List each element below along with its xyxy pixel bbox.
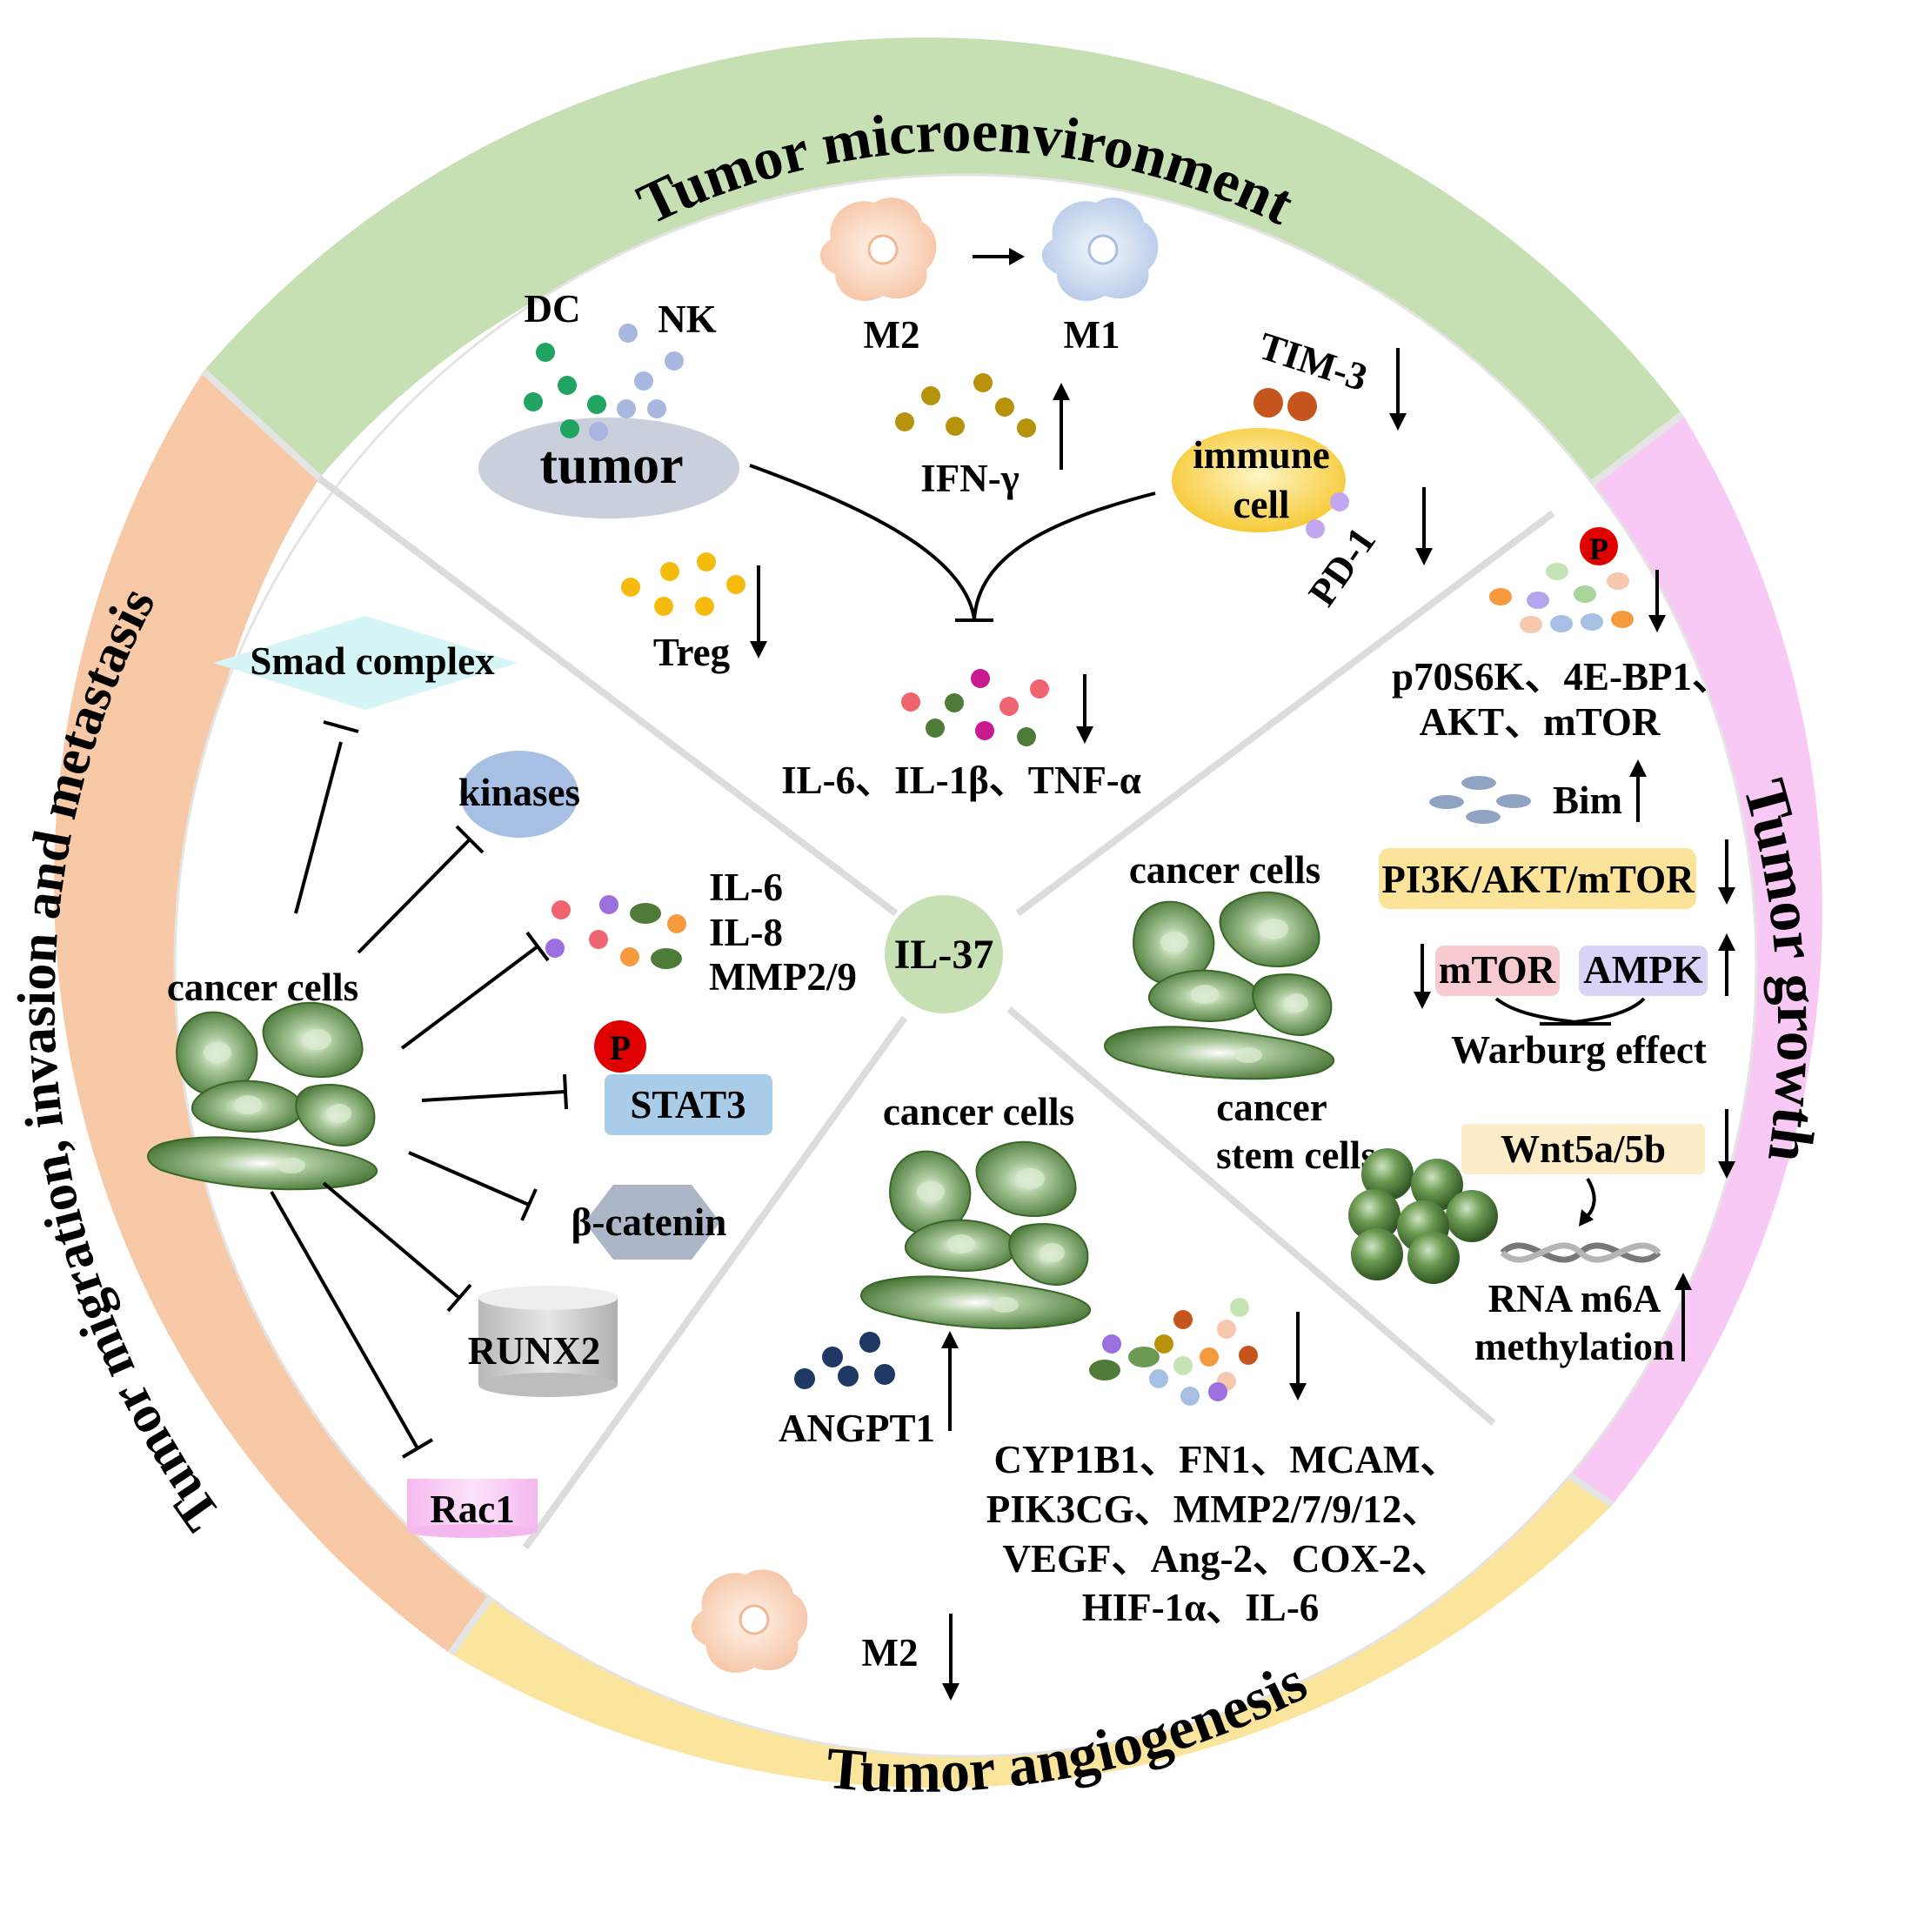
pathway-box: [1379, 848, 1696, 909]
bim-label: Bim: [1553, 779, 1622, 822]
genes-line-1: CYP1B1、FN1、MCAM、: [994, 1438, 1460, 1481]
mtor-box: [1435, 946, 1560, 996]
pd1-down-arrow-icon: [1415, 487, 1433, 565]
m2-to-m1-arrow-icon: [973, 248, 1025, 265]
dc-label: DC: [525, 287, 581, 331]
convergent-inhibition-lines: [749, 464, 1156, 622]
rac1-label: Rac1: [430, 1487, 514, 1531]
angio-m2-down-arrow-icon: [942, 1614, 959, 1701]
tumor-ellipse: [478, 418, 739, 518]
runx2-label: RUNX2: [468, 1329, 601, 1373]
bim-dots: [1429, 776, 1531, 824]
section-growth: P p70S6K、4E-BP1、 AKT、mTOR Bim: [1104, 527, 1735, 1368]
nk-label: NK: [658, 297, 717, 341]
bcatenin-hexagon: [585, 1185, 720, 1260]
stem-cells-label-1: cancer: [1216, 1086, 1327, 1129]
kinase-list-line-1: p70S6K、4E-BP1、: [1392, 655, 1731, 699]
ring-sector-microenvironment: [204, 37, 1683, 514]
angpt1-up-arrow-icon: [941, 1331, 959, 1431]
rna-label-1: RNA m6A: [1488, 1277, 1661, 1320]
migration-inhibition-lines: [270, 720, 568, 1459]
wnt-down-arrow-icon: [1718, 1109, 1735, 1179]
stat3-label: STAT3: [630, 1083, 745, 1126]
rna-helix-icon: [1500, 1242, 1661, 1263]
immune-cell-label-2: cell: [1233, 483, 1290, 526]
angpt1-dots: [794, 1332, 895, 1389]
section-migration: Smad complex kinases IL-6 IL-8 MMP2/9 ca…: [147, 616, 857, 1538]
cytokines-label: IL-6、IL-1β、TNF-α: [781, 759, 1141, 802]
wnt-curved-arrow-icon: [1579, 1177, 1596, 1227]
immune-cell: [1172, 428, 1346, 532]
angio-m2-label: M2: [862, 1631, 919, 1675]
growth-cancer-cells-label: cancer cells: [1129, 848, 1320, 892]
center-label: IL-37: [894, 932, 994, 978]
kinase-dots: [1489, 563, 1634, 633]
kinases-ellipse: [460, 751, 578, 838]
quadrant-dividers: [317, 475, 1555, 1550]
pathway-down-arrow-icon: [1718, 839, 1735, 905]
treg-dots: [621, 552, 745, 616]
ifn-dots: [895, 373, 1036, 438]
genes-line-3: VEGF、Ang-2、COX-2、: [1003, 1537, 1451, 1581]
runx2-cylinder: [478, 1286, 618, 1397]
kinases-label: kinases: [458, 771, 580, 814]
immune-cell-label-1: immune: [1193, 433, 1330, 477]
smad-label: Smad complex: [250, 639, 495, 683]
cytokine-dots: [901, 669, 1049, 746]
angpt1-label: ANGPT1: [779, 1407, 935, 1450]
mtor-label: mTOR: [1439, 948, 1556, 992]
pathway-label: PI3K/AKT/mTOR: [1381, 858, 1695, 901]
smad-diamond: [213, 616, 518, 710]
ampk-up-arrow-icon: [1718, 933, 1735, 996]
migration-cancer-cells-label: cancer cells: [167, 966, 358, 1009]
angio-cancer-cells-label: cancer cells: [883, 1090, 1074, 1133]
stem-cells-icon: [1348, 1148, 1498, 1284]
mtor-down-arrow-icon: [1414, 944, 1431, 1009]
angio-factor-dots: [1089, 1298, 1258, 1406]
ampk-label: AMPK: [1583, 948, 1702, 992]
il8-label: IL-8: [709, 911, 783, 954]
il6-label: IL-6: [709, 866, 783, 909]
genes-line-4: HIF-1α、IL-6: [1082, 1586, 1320, 1629]
ring-sector-growth: [1494, 414, 1822, 1506]
ampk-box: [1579, 946, 1708, 996]
kinase-down-arrow-icon: [1648, 570, 1666, 632]
tumor-label: tumor: [539, 436, 683, 495]
rna-up-arrow-icon: [1675, 1273, 1692, 1361]
angio-factor-down-arrow-icon: [1289, 1312, 1307, 1401]
m2-label: M2: [864, 313, 920, 357]
growth-p-label: P: [1589, 531, 1608, 566]
ring-sector-migration: [54, 371, 526, 1655]
mmp-label: MMP2/9: [709, 955, 857, 999]
rac1-cylinder: [407, 1479, 538, 1538]
treg-down-arrow-icon: [750, 565, 767, 658]
tim3-down-arrow-icon: [1389, 348, 1407, 431]
stat3-p-badge: [594, 1020, 646, 1073]
cytokine-down-arrow-icon: [1076, 674, 1093, 744]
migration-cytokine-dots: [545, 895, 686, 969]
wnt-box: [1461, 1124, 1705, 1174]
rna-label-2: methylation: [1474, 1325, 1675, 1368]
stem-cells-label-2: stem cells: [1216, 1133, 1376, 1177]
genes-line-2: PIK3CG、MMP2/7/9/12、: [986, 1487, 1441, 1531]
warburg-label: Warburg effect: [1451, 1028, 1707, 1072]
section-angiogenesis: cancer cells ANGPT1: [691, 1090, 1460, 1701]
ifn-label: IFN-γ: [920, 457, 1019, 500]
treg-label: Treg: [653, 631, 731, 674]
stat3-p-label: P: [610, 1028, 631, 1067]
m1-label: M1: [1064, 313, 1120, 357]
bcatenin-label: β-catenin: [572, 1200, 727, 1244]
dc-dots: [524, 343, 606, 438]
growth-p-badge: [1580, 527, 1618, 565]
center-node: [885, 895, 1003, 1013]
bim-up-arrow-icon: [1629, 759, 1647, 822]
warburg-inhibition-lines: [1494, 997, 1646, 1026]
wnt-label: Wnt5a/5b: [1501, 1127, 1666, 1171]
stat3-box: [605, 1074, 772, 1135]
nk-dots: [589, 324, 684, 441]
ifn-up-arrow-icon: [1053, 383, 1070, 470]
kinase-list-line-2: AKT、mTOR: [1420, 700, 1661, 744]
